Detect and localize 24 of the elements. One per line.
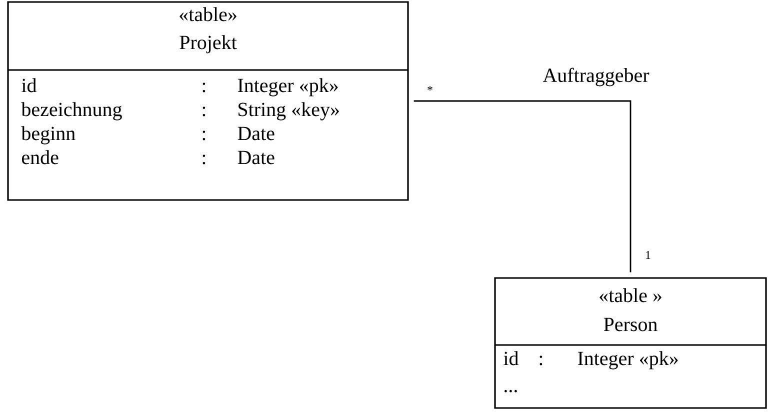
stereotype-label: «table»: [180, 7, 236, 22]
attribute-type: String «key»: [238, 102, 339, 120]
separator-colon: :: [202, 82, 206, 92]
separator-colon: :: [202, 106, 206, 116]
attribute-type: Date: [238, 150, 274, 164]
multiplicity-label: *: [428, 86, 432, 90]
table-name: Person: [604, 318, 658, 332]
attribute-type: Integer «pk»: [238, 78, 338, 96]
attribute-name: id: [22, 78, 37, 92]
attribute-name: bezeichnung: [21, 102, 122, 120]
edge-label: Auftraggeber: [542, 68, 650, 86]
association-line: [414, 100, 632, 272]
attribute-name: ...: [504, 390, 517, 392]
multiplicity-label: 1: [646, 251, 650, 259]
attribute-type: Date: [238, 126, 274, 140]
attribute-name: beginn: [21, 126, 76, 144]
attribute-type: Integer «pk»: [578, 351, 678, 370]
separator-colon: :: [540, 356, 542, 366]
attribute-name: id: [504, 351, 519, 366]
separator-colon: :: [202, 154, 206, 164]
attribute-name: ende: [22, 150, 58, 164]
table-name: Projekt: [180, 35, 237, 54]
separator-colon: :: [202, 130, 206, 140]
stereotype-label: «table »: [600, 288, 662, 302]
